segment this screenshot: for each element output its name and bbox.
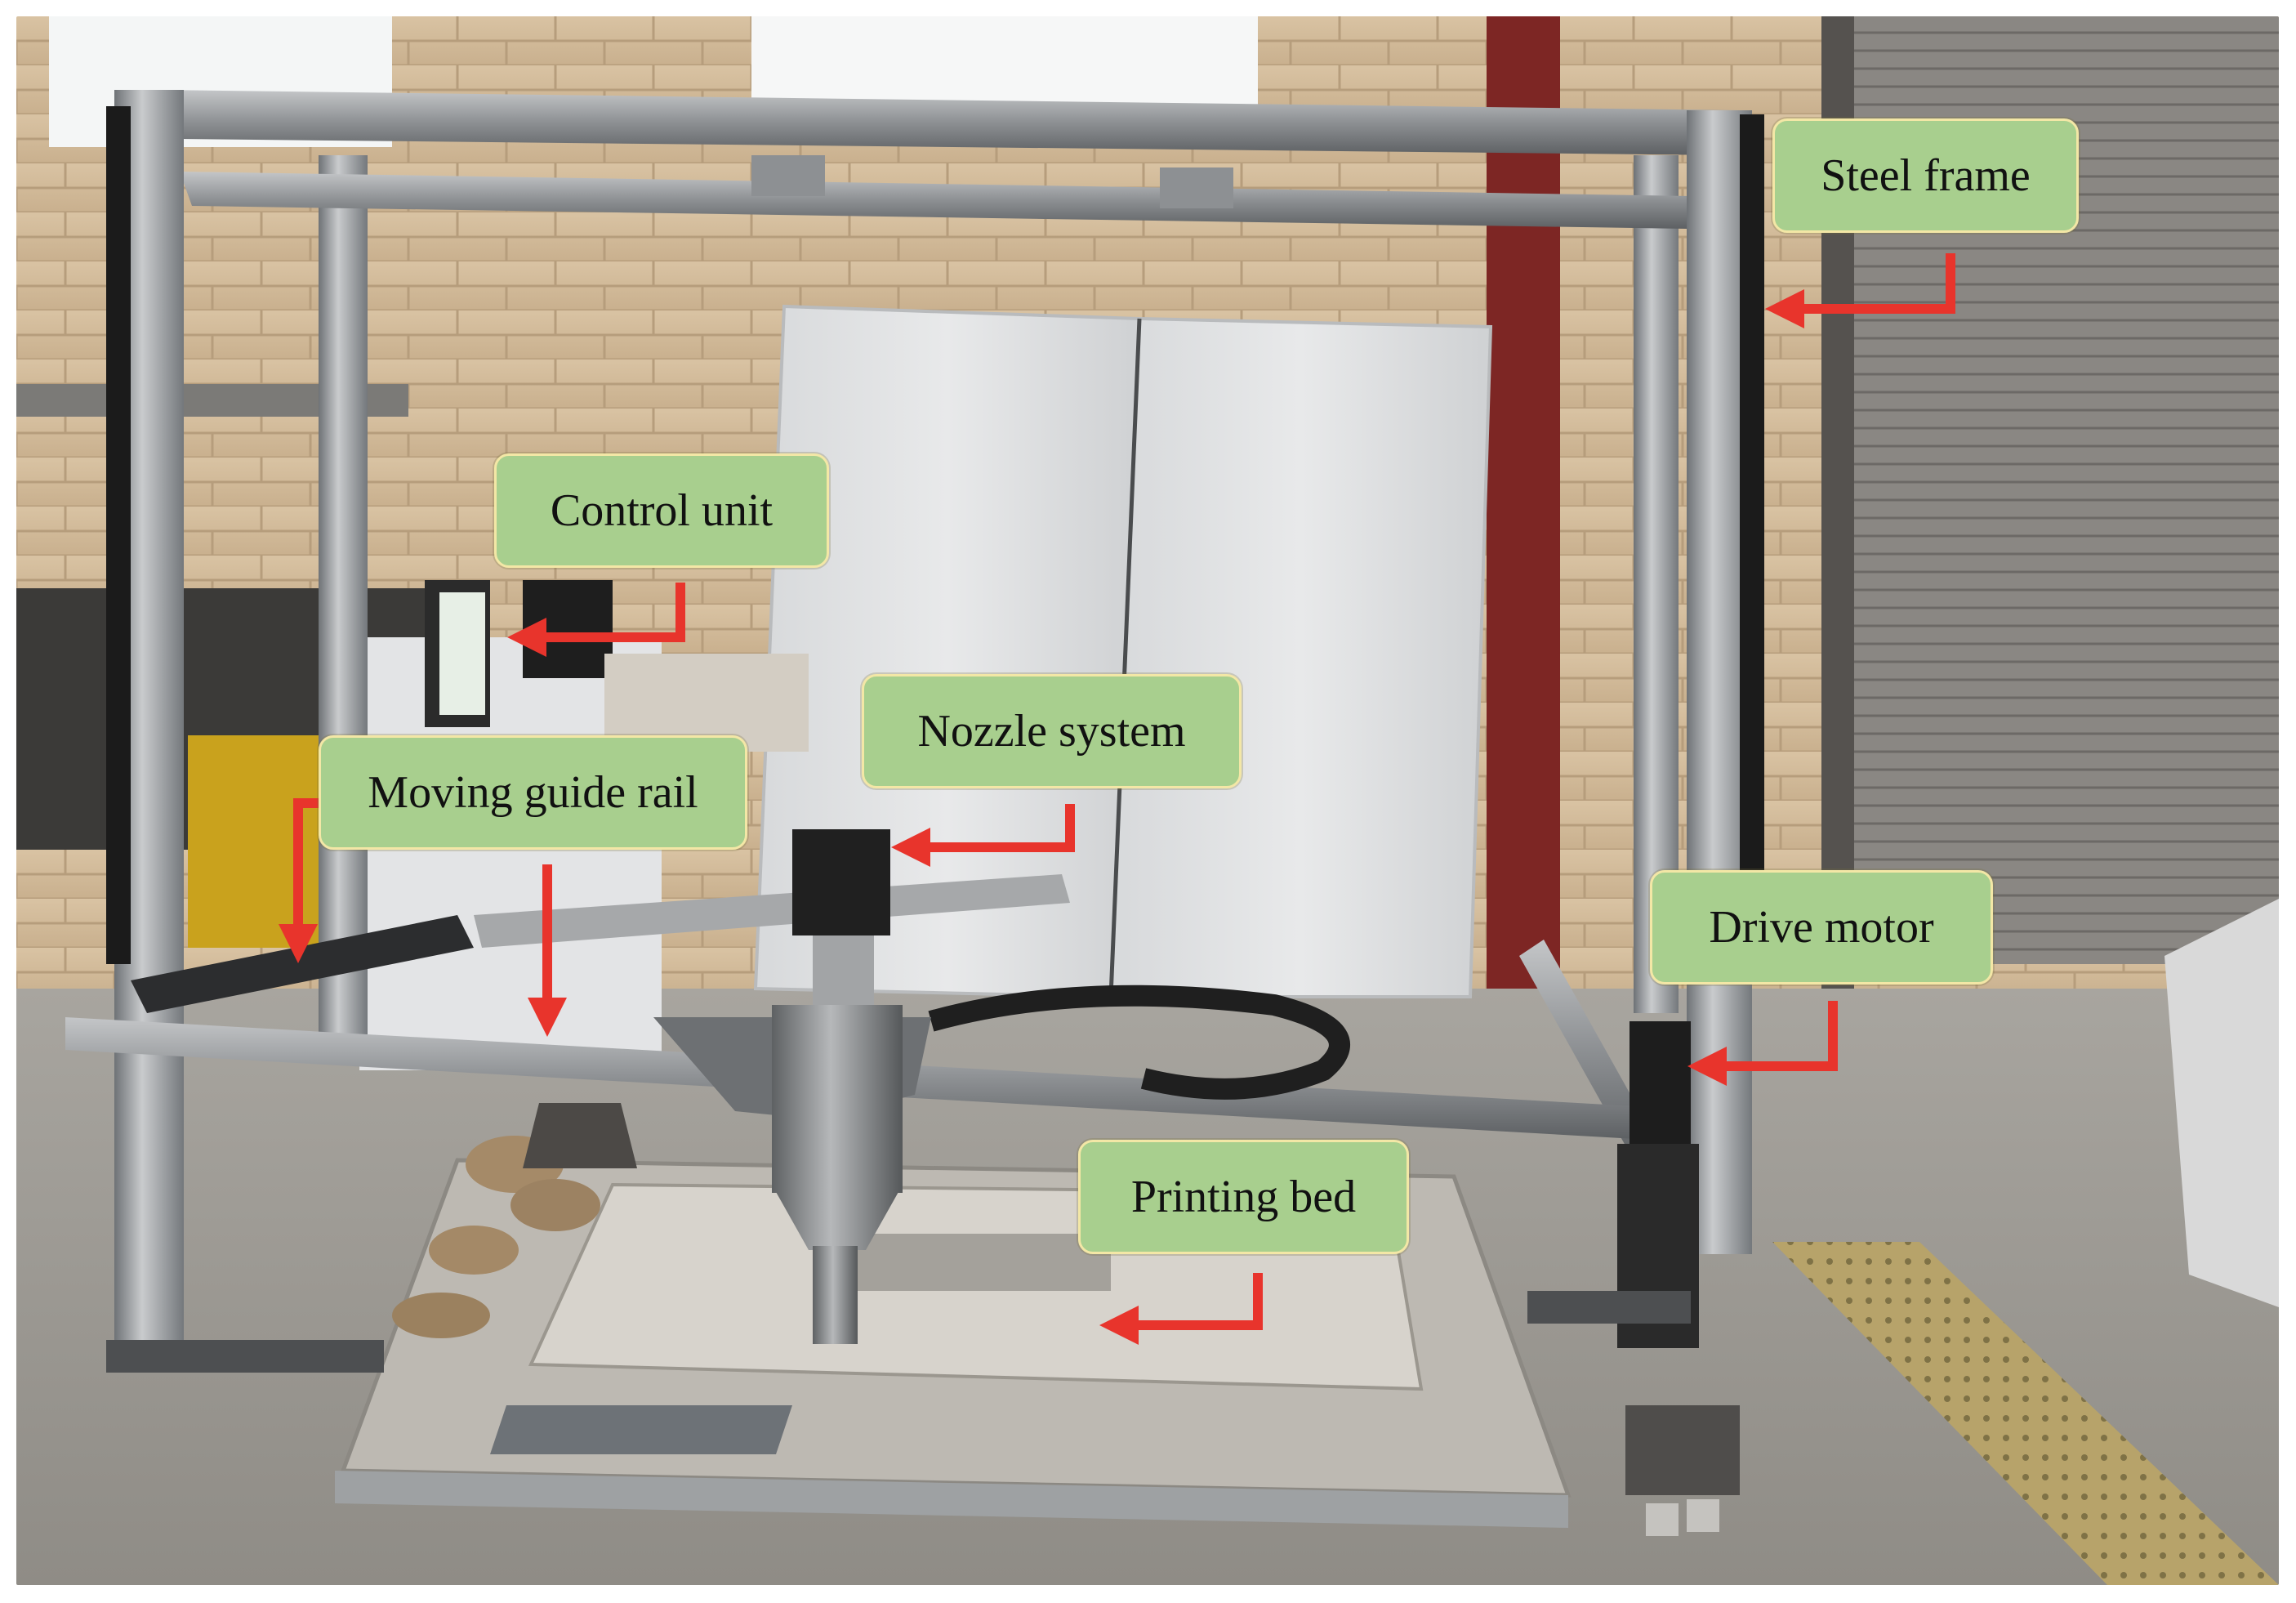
- frame-post-back-left: [319, 155, 368, 1054]
- arrow-drive-motor: [1687, 1001, 1838, 1086]
- printed-block: [1625, 1405, 1740, 1495]
- arrow-nozzle-system: [891, 804, 1075, 867]
- floor-grate: [1772, 1242, 2279, 1585]
- label-printing-bed: Printing bed: [1078, 1140, 1409, 1254]
- arrow-control-unit: [507, 583, 685, 657]
- control-monitor: [439, 592, 485, 715]
- nozzle-tip: [813, 1246, 858, 1344]
- nozzle-cone: [772, 1185, 903, 1250]
- label-drive-motor: Drive motor: [1650, 870, 1993, 985]
- label-control-unit: Control unit: [494, 453, 829, 568]
- drive-motor-body: [1629, 1021, 1691, 1152]
- arrow-steel-frame: [1765, 253, 1955, 328]
- side-rail-right: [1519, 940, 1658, 1160]
- window-middle: [751, 16, 1258, 106]
- arrow-printing-bed: [1099, 1273, 1263, 1345]
- printed-cone: [523, 1103, 637, 1168]
- bed-rail-front: [335, 1471, 1568, 1528]
- nozzle-motor: [792, 829, 890, 935]
- cable-chain: [928, 985, 1350, 1100]
- label-nozzle-system: Nozzle system: [862, 674, 1242, 788]
- red-column: [1487, 16, 1560, 997]
- label-steel-frame: Steel frame: [1772, 118, 2079, 233]
- annotated-photo: Steel frame Control unit Nozzle system M…: [16, 16, 2279, 1585]
- foam-panel-right: [1108, 316, 1493, 998]
- frame-top-beam: [163, 90, 1740, 155]
- label-moving-guide-rail: Moving guide rail: [319, 735, 747, 850]
